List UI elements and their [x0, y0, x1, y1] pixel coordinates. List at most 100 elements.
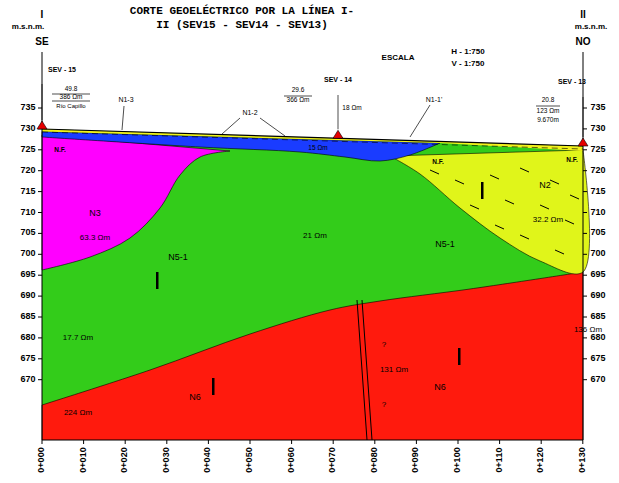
sev-value: 123 Ωm — [537, 107, 560, 114]
chainage-label: 0+110 — [495, 448, 505, 473]
bar-symbol — [212, 378, 215, 395]
elevation-label: 710 — [20, 208, 35, 218]
chainage-label: 0+050 — [245, 447, 255, 472]
axis-tick — [125, 440, 126, 444]
scale-value: V - 1:750 — [452, 60, 485, 69]
hatch-dash — [565, 220, 574, 224]
resistivity-value: 32.2 Ωm — [533, 216, 563, 225]
bar-symbol — [156, 272, 159, 289]
axis-tick — [38, 108, 42, 109]
axis-tick — [583, 212, 587, 213]
axis-tick — [583, 337, 587, 338]
unknown-mark: ? — [382, 341, 386, 350]
sev-label: SEV - 14 — [324, 76, 352, 84]
sev-marker — [333, 130, 343, 138]
hatch-dash — [520, 235, 529, 239]
hatch-dash — [430, 170, 439, 174]
layer-label: N6 — [189, 393, 201, 403]
axis-tick — [38, 170, 42, 171]
axis-tick — [583, 149, 587, 150]
layer-n3 — [42, 135, 230, 270]
elevation-label: 675 — [20, 354, 35, 364]
chainage-label: 0+040 — [203, 447, 213, 472]
axis-tick — [499, 440, 500, 444]
title: CORTE GEOELÉCTRICO POR LA LÍNEA I- II (S… — [124, 5, 360, 33]
elevation-label: 705 — [590, 228, 605, 238]
sev-note: Río Capillo — [56, 103, 85, 110]
bar-symbol — [481, 182, 484, 199]
axis-tick — [458, 440, 459, 444]
leader-line — [583, 97, 584, 137]
elevation-label: 715 — [20, 187, 35, 197]
resistivity-value: 224 Ωm — [64, 409, 92, 418]
hatch-dash — [495, 225, 504, 229]
elevation-label: 705 — [20, 228, 35, 238]
axis-tick — [38, 254, 42, 255]
fault-line — [357, 300, 367, 440]
resistivity-value: 17.7 Ωm — [63, 334, 93, 343]
chainage-label: 0+000 — [37, 447, 47, 472]
axis-tick — [250, 440, 251, 444]
chainage-label: 0+100 — [453, 447, 463, 472]
hatch-dash — [570, 195, 579, 199]
elevation-label: 690 — [590, 291, 605, 301]
direction-label: NO — [576, 36, 591, 47]
axis-tick — [583, 296, 587, 297]
bar-symbol — [458, 348, 461, 365]
axis-tick — [166, 440, 167, 444]
hatch-dash — [520, 168, 529, 172]
elevation-label: 700 — [20, 249, 35, 259]
chainage-label: 0+030 — [162, 447, 172, 472]
axis-tick — [583, 358, 587, 359]
axis-tick — [291, 440, 292, 444]
layer-n6 — [42, 272, 583, 440]
layer-label: N1-3 — [118, 96, 133, 104]
sev-value: 366 Ωm — [287, 96, 310, 103]
elevation-label: 725 — [20, 145, 35, 155]
hatch-dash — [555, 250, 564, 254]
axis-tick — [38, 149, 42, 150]
axis-tick — [42, 440, 43, 444]
hatch-dash — [470, 205, 479, 209]
axis-tick — [333, 440, 334, 444]
axis-tick — [38, 379, 42, 380]
chainage-label: 0+130 — [578, 447, 588, 472]
layer-label: N5-1 — [435, 240, 455, 250]
elevation-label: 710 — [590, 208, 605, 218]
section-end: II — [580, 9, 586, 20]
axis-tick — [38, 191, 42, 192]
axis-tick — [38, 317, 42, 318]
layer-n2 — [390, 150, 590, 274]
elevation-label: 680 — [590, 333, 605, 343]
section-border — [583, 52, 584, 440]
leader-line — [122, 106, 124, 130]
leader-line — [42, 84, 43, 120]
layer-n1 — [42, 129, 583, 151]
elevation-label: 685 — [20, 312, 35, 322]
leader-line — [222, 118, 240, 134]
sev-value: 386 Ωm — [60, 93, 83, 100]
elevation-label: 700 — [590, 249, 605, 259]
sev-value: 9.670m — [537, 116, 559, 123]
elevation-label: 730 — [20, 124, 35, 134]
leader-line — [338, 95, 339, 129]
water-table: N.F. — [54, 146, 66, 153]
sev-value: 18 Ωm — [342, 104, 361, 111]
value-underline — [284, 96, 312, 97]
elevation-label: 670 — [590, 375, 605, 385]
chainage-label: 0+070 — [328, 447, 338, 472]
axis-tick — [38, 212, 42, 213]
elevation-label: 680 — [20, 333, 35, 343]
chainage-label: 0+120 — [536, 447, 546, 472]
water-table: N.F. — [432, 158, 444, 165]
resistivity-value: 15 Ωm — [308, 144, 327, 151]
axis-tick — [583, 317, 587, 318]
direction-label: SE — [35, 36, 48, 47]
resistivity-value: 63.3 Ωm — [80, 234, 110, 243]
axis-tick — [583, 170, 587, 171]
axis-tick — [582, 440, 583, 444]
axis-tick — [374, 440, 375, 444]
elevation-label: 735 — [590, 103, 605, 113]
axis-tick — [208, 440, 209, 444]
